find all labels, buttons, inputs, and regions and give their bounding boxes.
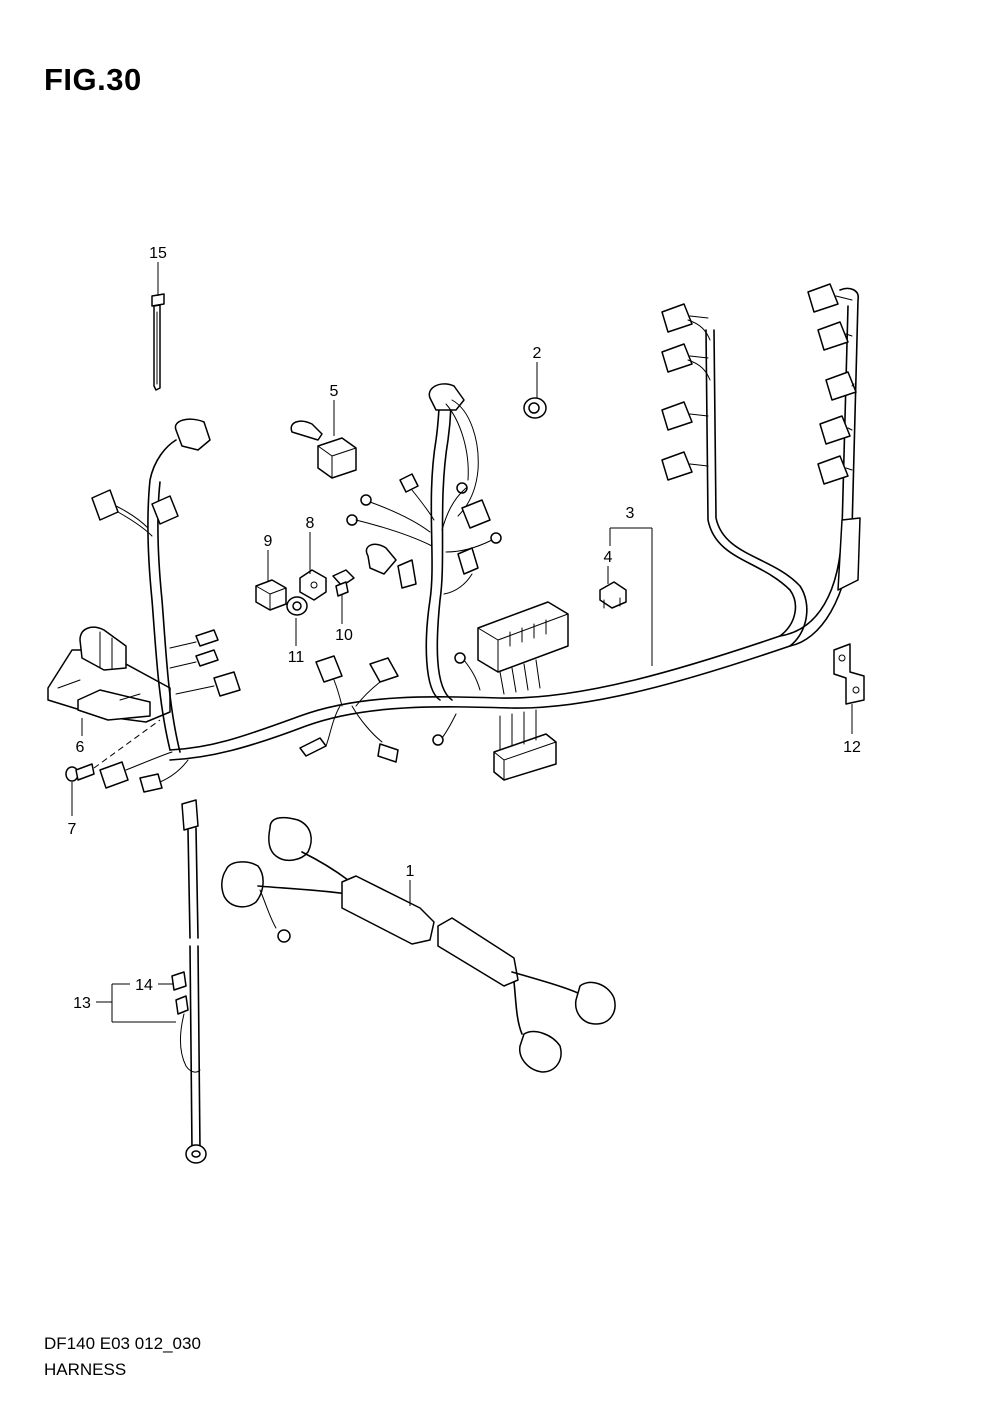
- part-8-bracket[interactable]: [299, 569, 327, 601]
- callout-10: 10: [335, 627, 353, 644]
- part-13-battery-cable[interactable]: [175, 799, 207, 1164]
- part-3-main-harness[interactable]: [91, 283, 861, 793]
- callout-13: 13: [73, 995, 91, 1012]
- callout-3: 3: [626, 505, 635, 522]
- callout-5: 5: [330, 383, 339, 400]
- part-7-screw[interactable]: [65, 719, 161, 782]
- part-5-relay[interactable]: [290, 420, 357, 479]
- callout-12: 12: [843, 739, 861, 756]
- callout-6: 6: [76, 739, 85, 756]
- part-12-bracket[interactable]: [833, 643, 865, 705]
- part-15-cable-tie[interactable]: [151, 293, 165, 391]
- part-6-bracket[interactable]: [47, 626, 171, 723]
- part-10-switch[interactable]: [332, 569, 355, 597]
- callout-2: 2: [533, 345, 542, 362]
- callout-15: 15: [149, 245, 167, 262]
- callout-1: 1: [406, 863, 415, 880]
- callout-4: 4: [604, 549, 613, 566]
- figure-code: DF140 E03 012_030: [44, 1334, 201, 1353]
- figure-name: HARNESS: [44, 1360, 127, 1379]
- part-4-fuse[interactable]: [599, 581, 627, 609]
- leader-lines: [71, 262, 853, 1023]
- part-11-grommet[interactable]: [286, 596, 308, 616]
- figure-title: FIG.30: [44, 62, 142, 97]
- part-1-ignition-harness[interactable]: [221, 816, 616, 1073]
- part-9-relay[interactable]: [255, 579, 287, 611]
- callout-7: 7: [68, 821, 77, 838]
- part-2-nut[interactable]: [523, 397, 547, 419]
- callout-9: 9: [264, 533, 273, 550]
- callout-8: 8: [306, 515, 315, 532]
- callout-14: 14: [135, 977, 153, 994]
- part-14-fuse[interactable]: [171, 971, 187, 991]
- callout-11: 11: [288, 649, 305, 666]
